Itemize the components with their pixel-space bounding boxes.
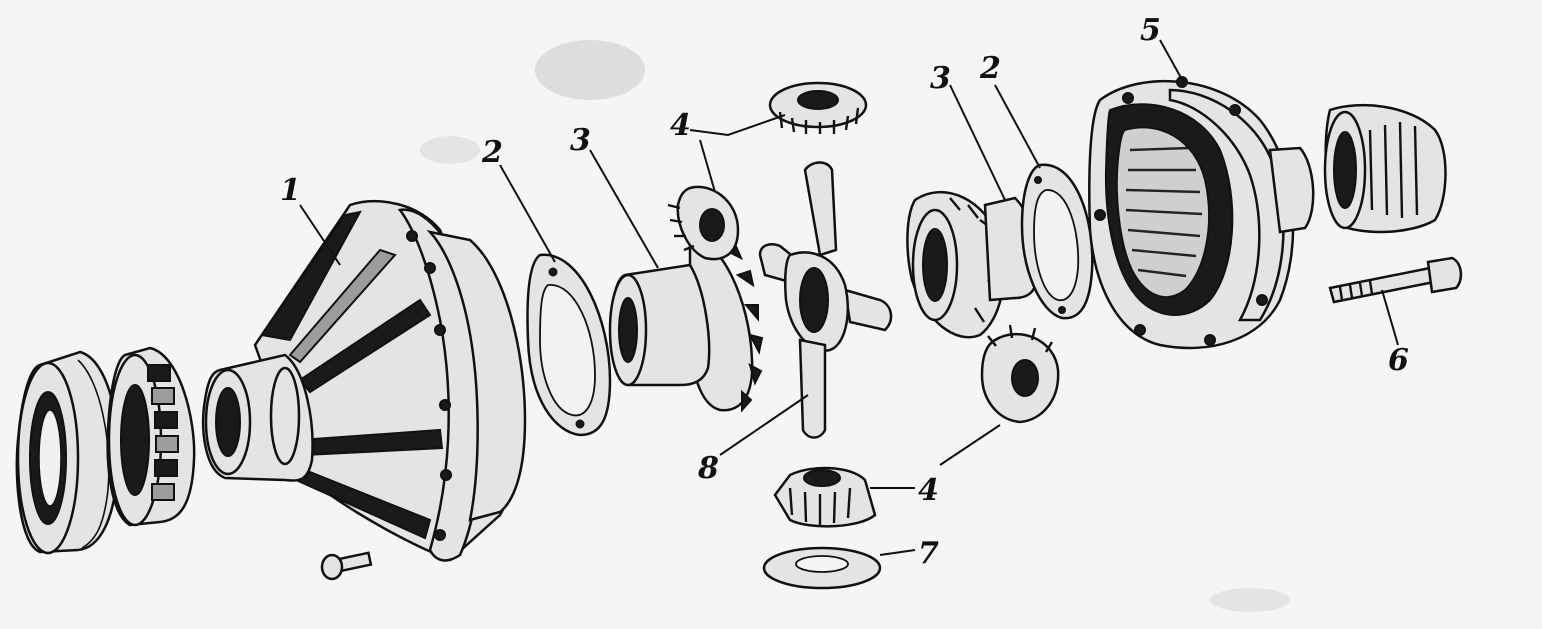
tapered-roller-bearing bbox=[106, 346, 196, 527]
pinion-gear-top bbox=[768, 81, 868, 134]
long-bolt bbox=[1328, 256, 1463, 304]
paper-smudges bbox=[420, 40, 1290, 612]
pinion-gear-right-lower bbox=[980, 324, 1060, 424]
callout-8: 8 bbox=[697, 451, 719, 486]
thrust-washer-left bbox=[526, 253, 612, 437]
case-cover-half bbox=[1088, 76, 1315, 350]
pinion-gear-upper-mid bbox=[667, 185, 740, 261]
callout-6: 6 bbox=[1388, 343, 1409, 378]
callout-2-left: 2 bbox=[481, 135, 503, 170]
leader-lines bbox=[299, 39, 1399, 556]
case-cover-bolt-holes bbox=[1094, 76, 1268, 346]
bearing-rollers bbox=[147, 364, 179, 501]
side-gear-left bbox=[608, 238, 764, 413]
callout-labels: 1 2 3 4 3 2 5 6 8 4 4 7 bbox=[280, 13, 1409, 571]
small-bolt bbox=[320, 551, 373, 581]
callout-3-left: 3 bbox=[570, 123, 591, 158]
flange-bolt-holes bbox=[406, 230, 452, 541]
side-gear-right bbox=[906, 190, 1040, 339]
pinion-gear-bottom bbox=[773, 466, 877, 528]
callout-4-lower: 4 bbox=[918, 473, 939, 508]
case-ribs bbox=[260, 210, 444, 540]
callout-4-top: 4 bbox=[670, 108, 691, 143]
outer-bearing-race bbox=[15, 350, 120, 555]
callout-5: 5 bbox=[1140, 13, 1161, 48]
thrust-washer-right bbox=[1020, 163, 1094, 320]
right-bearing bbox=[1323, 104, 1447, 234]
differential-case bbox=[201, 199, 527, 562]
washer-part-7 bbox=[762, 546, 882, 590]
callout-7: 7 bbox=[918, 536, 939, 571]
callout-3-right: 3 bbox=[930, 61, 951, 96]
side-gear-left-teeth bbox=[722, 242, 764, 413]
callout-1: 1 bbox=[280, 173, 301, 208]
cross-spider bbox=[758, 161, 893, 439]
callout-2-right: 2 bbox=[979, 51, 1001, 86]
